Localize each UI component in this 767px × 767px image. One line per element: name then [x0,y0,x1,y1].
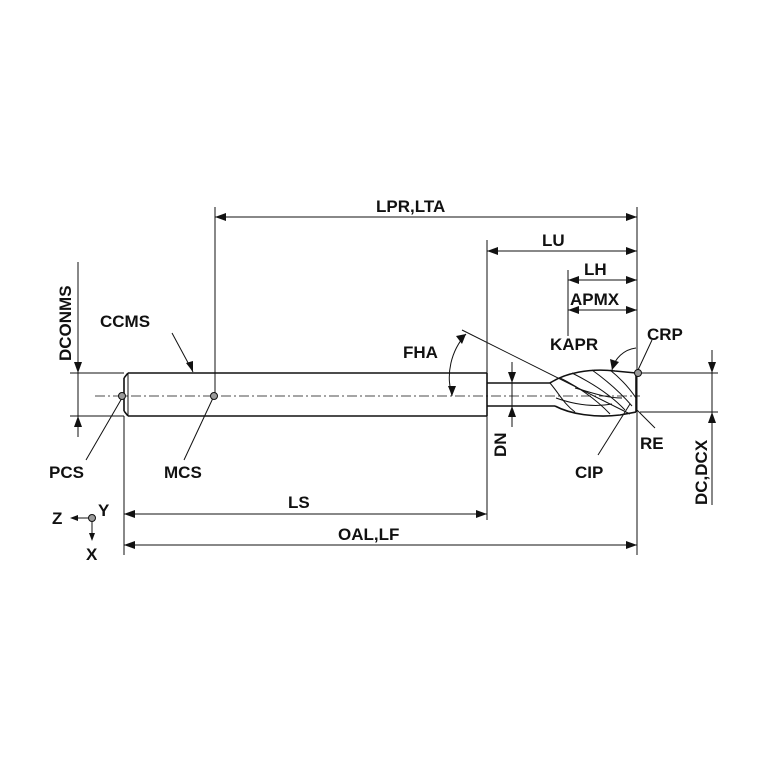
dim-lu [487,247,637,255]
label-re: RE [640,434,664,453]
angle-fha [448,329,631,415]
shank-chamfer-bottom [123,410,129,417]
label-cip: CIP [575,463,603,482]
label-lh: LH [584,260,607,279]
label-fha: FHA [403,343,438,362]
dim-oal-lf [124,541,637,549]
head-bottom-outline [554,405,637,417]
head-top-outline [549,369,637,384]
flute-3 [571,372,626,411]
flute-2 [559,377,611,415]
pcs-point-icon [118,392,126,400]
label-lpr-lta: LPR,LTA [376,197,445,216]
label-axis-z: Z [52,509,62,528]
leader-cip [597,403,631,456]
dim-ls [124,510,487,518]
extension-lines [70,207,718,555]
label-ls: LS [288,493,310,512]
leader-mcs [183,397,214,461]
label-crp: CRP [647,325,683,344]
flute-4 [591,369,633,407]
leader-pcs [85,397,123,461]
flute-5 [609,369,637,399]
leader-crp [637,339,653,371]
flute-1 [549,382,576,413]
dim-lpr-lta [215,213,637,221]
flute-7 [574,387,623,399]
label-axis-x: X [86,545,98,564]
label-ccms: CCMS [100,312,150,331]
label-kapr: KAPR [550,335,598,354]
mcs-point-icon [210,392,218,400]
label-lu: LU [542,231,565,250]
label-mcs: MCS [164,463,202,482]
label-dn: DN [491,432,510,457]
dim-apmx [568,306,637,314]
axis-icon [70,514,96,541]
label-dc-dcx: DC,DCX [692,439,711,505]
label-apmx: APMX [570,290,620,309]
dim-dconms [74,262,82,437]
label-pcs: PCS [49,463,84,482]
dim-lh [568,276,637,284]
tool-body [123,369,637,417]
crp-point-icon [634,369,642,377]
label-oal-lf: OAL,LF [338,525,399,544]
leaders [85,332,656,461]
leader-re [636,409,656,429]
dim-dn [508,362,516,427]
label-axis-y: Y [98,501,110,520]
shank-chamfer-top [123,372,129,379]
angle-kapr [567,320,637,371]
flute-6 [555,397,613,406]
label-dconms: DCONMS [56,285,75,361]
dim-dc-dcx [708,350,716,505]
